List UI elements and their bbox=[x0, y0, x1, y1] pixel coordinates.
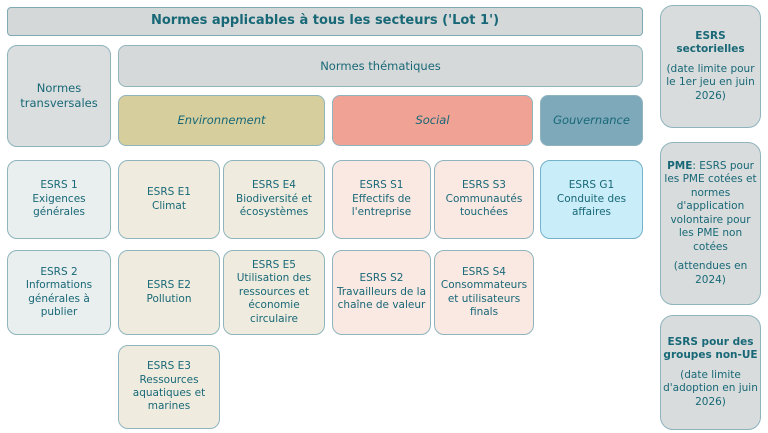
card-label: Effectifs de l'entreprise bbox=[351, 192, 412, 219]
thematiques-header: Normes thématiques bbox=[118, 45, 643, 87]
sidebar-esrs-sectorielles: ESRS sectorielles (date limite pour le 1… bbox=[660, 5, 761, 128]
card-esrs-e1: ESRS E1 Climat bbox=[118, 160, 220, 239]
category-environnement: Environnement bbox=[118, 95, 325, 146]
category-social-label: Social bbox=[415, 113, 450, 128]
card-label: Informations générales à publier bbox=[25, 279, 93, 318]
card-code: ESRS S1 bbox=[359, 179, 404, 192]
sidebar-title: ESRS sectorielles bbox=[676, 29, 745, 56]
card-label: Communautés touchées bbox=[445, 192, 523, 219]
card-code: ESRS E5 bbox=[252, 258, 296, 271]
card-esrs-1: ESRS 1 Exigences générales bbox=[7, 160, 111, 239]
card-label: Exigences générales bbox=[32, 192, 86, 219]
card-code: ESRS 2 bbox=[40, 265, 78, 278]
card-label: Consommateurs et utilisateurs finals bbox=[440, 279, 528, 318]
card-code: ESRS S2 bbox=[359, 272, 404, 285]
card-esrs-e3: ESRS E3 Ressources aquatiques et marines bbox=[118, 345, 220, 429]
transversales-header: Normes transversales bbox=[7, 45, 111, 147]
card-esrs-e2: ESRS E2 Pollution bbox=[118, 250, 220, 335]
card-code: ESRS G1 bbox=[568, 179, 615, 192]
card-code: ESRS E2 bbox=[147, 279, 191, 292]
sidebar-body-text: : ESRS pour les PME cotées et normes d'a… bbox=[664, 160, 757, 253]
card-label: Pollution bbox=[146, 292, 192, 305]
card-code: ESRS E1 bbox=[147, 186, 191, 199]
category-social: Social bbox=[332, 95, 533, 146]
card-esrs-e5: ESRS E5 Utilisation des ressources et éc… bbox=[223, 250, 325, 335]
sidebar-title: PME bbox=[667, 160, 693, 173]
main-title-label: Normes applicables à tous les secteurs (… bbox=[150, 13, 500, 29]
card-code: ESRS S4 bbox=[462, 265, 506, 278]
thematiques-header-label: Normes thématiques bbox=[320, 58, 441, 73]
sidebar-note: (attendues en 2024) bbox=[673, 260, 748, 286]
card-label: Travailleurs de la chaîne de valeur bbox=[336, 285, 427, 312]
card-code: ESRS 1 bbox=[40, 179, 78, 192]
sidebar-title: ESRS pour des groupes non-UE bbox=[663, 335, 758, 362]
card-esrs-e4: ESRS E4 Biodiversité et écosystèmes bbox=[223, 160, 325, 239]
sidebar-pme: PME: ESRS pour les PME cotées et normes … bbox=[660, 142, 761, 305]
card-esrs-s4: ESRS S4 Consommateurs et utilisateurs fi… bbox=[434, 250, 534, 335]
card-label: Utilisation des ressources et économie c… bbox=[236, 272, 312, 325]
card-esrs-s3: ESRS S3 Communautés touchées bbox=[434, 160, 534, 239]
category-gouvernance-label: Gouvernance bbox=[553, 113, 630, 128]
category-gouvernance: Gouvernance bbox=[540, 95, 643, 146]
card-label: Conduite des affaires bbox=[556, 192, 627, 219]
card-label: Biodiversité et écosystèmes bbox=[236, 192, 312, 219]
category-environnement-label: Environnement bbox=[177, 113, 266, 128]
sidebar-note: (date limite pour le 1er jeu en juin 202… bbox=[666, 62, 755, 102]
sidebar-body: PME: ESRS pour les PME cotées et normes … bbox=[663, 160, 758, 254]
card-label: Climat bbox=[152, 199, 186, 212]
card-esrs-s1: ESRS S1 Effectifs de l'entreprise bbox=[332, 160, 431, 239]
card-code: ESRS S3 bbox=[462, 179, 506, 192]
card-code: ESRS E4 bbox=[252, 179, 296, 192]
sidebar-note: (date limite d'adoption en juin 2026) bbox=[663, 368, 758, 408]
main-title: Normes applicables à tous les secteurs (… bbox=[7, 7, 643, 36]
transversales-header-label: Normes transversales bbox=[20, 81, 98, 110]
card-esrs-2: ESRS 2 Informations générales à publier bbox=[7, 250, 111, 335]
card-code: ESRS E3 bbox=[147, 360, 191, 373]
sidebar-groupes-non-ue: ESRS pour des groupes non-UE (date limit… bbox=[660, 315, 761, 430]
card-label: Ressources aquatiques et marines bbox=[132, 373, 206, 413]
card-esrs-g1: ESRS G1 Conduite des affaires bbox=[540, 160, 643, 239]
card-esrs-s2: ESRS S2 Travailleurs de la chaîne de val… bbox=[332, 250, 431, 335]
